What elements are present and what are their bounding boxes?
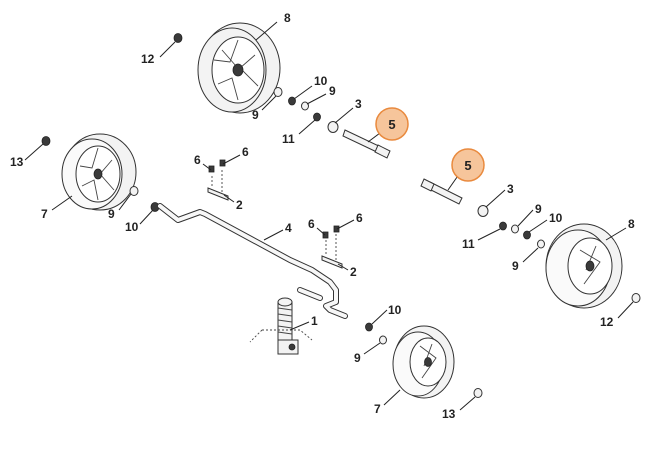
callout-2-bottom: 2 (350, 265, 357, 279)
washer-9-top-b[interactable] (301, 101, 309, 111)
callout-10-left: 10 (125, 220, 139, 234)
washer-3-right[interactable] (477, 205, 489, 217)
callout-12-right: 12 (600, 315, 614, 329)
callout-10-bottom: 10 (388, 303, 402, 317)
callout-6-d: 6 (356, 211, 363, 225)
hubcap-13-left[interactable] (41, 136, 51, 146)
height-adjust-rod-4[interactable] (157, 203, 348, 319)
wheel-left[interactable] (61, 133, 137, 211)
callout-9-right-b: 9 (512, 259, 519, 273)
callout-11-right: 11 (462, 237, 475, 251)
callout-9-left: 9 (108, 207, 115, 221)
callout-2-top: 2 (236, 198, 243, 212)
washer-9-left[interactable] (129, 186, 139, 196)
nut-11-top[interactable] (313, 112, 321, 122)
bracket-2-top[interactable] (207, 170, 229, 201)
callout-3-right: 3 (507, 182, 514, 196)
callout-13-bottom: 13 (442, 407, 456, 421)
bolt-6-d[interactable] (333, 225, 340, 233)
washer-9-top-a[interactable] (273, 87, 283, 97)
callout-7-left: 7 (41, 207, 48, 221)
callout-10-right: 10 (549, 211, 563, 225)
callout-9-top-b: 9 (329, 84, 336, 98)
callout-6-a: 6 (194, 153, 201, 167)
nut-10-top[interactable] (288, 96, 296, 106)
callout-13-left: 13 (10, 155, 24, 169)
callout-5-right-highlight[interactable]: 5 (451, 148, 485, 182)
callout-5-top: 5 (388, 117, 395, 132)
axle-5-top[interactable] (342, 129, 391, 159)
nut-10-right[interactable] (523, 230, 531, 240)
callout-5-top-highlight[interactable]: 5 (375, 107, 409, 141)
hubcap-12-right[interactable] (631, 293, 641, 303)
leader-lines (24, 21, 634, 411)
callout-6-c: 6 (308, 217, 315, 231)
wheel-top-rear[interactable] (197, 22, 281, 114)
bracket-2-bottom[interactable] (321, 234, 343, 269)
hubcap-13-bottom[interactable] (473, 388, 483, 398)
callout-4: 4 (285, 221, 292, 235)
callout-3-top: 3 (355, 97, 362, 111)
nut-11-right[interactable] (499, 221, 507, 231)
lever-spring-1[interactable] (249, 297, 313, 355)
callout-6-b: 6 (242, 145, 249, 159)
washer-9-right-b[interactable] (537, 239, 545, 249)
washer-9-bottom[interactable] (379, 335, 387, 345)
callout-9-top-a: 9 (252, 108, 259, 122)
hubcap-12-top[interactable] (173, 33, 183, 43)
washer-3-top[interactable] (327, 121, 339, 133)
wheel-bottom[interactable] (392, 325, 455, 399)
axle-5-right[interactable] (420, 178, 463, 205)
callout-10-top: 10 (314, 74, 328, 88)
callout-8-top: 8 (284, 11, 291, 25)
callout-1: 1 (311, 314, 318, 328)
callout-9-right-a: 9 (535, 202, 542, 216)
callout-8-right: 8 (628, 217, 635, 231)
callout-7-bottom: 7 (374, 402, 381, 416)
wheel-right[interactable] (545, 223, 623, 309)
callout-12-top: 12 (141, 52, 155, 66)
callout-9-bottom: 9 (354, 351, 361, 365)
nut-10-bottom[interactable] (365, 322, 373, 332)
callout-11-top: 11 (282, 132, 295, 146)
washer-9-right-a[interactable] (511, 224, 519, 234)
bolt-6-c[interactable] (322, 231, 329, 239)
callout-5-right: 5 (464, 158, 471, 173)
